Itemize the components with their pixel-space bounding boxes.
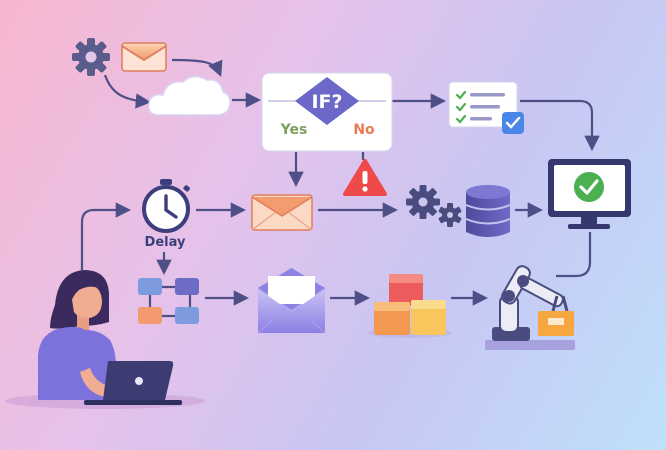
monitor-check-icon xyxy=(548,159,631,229)
gear-icon xyxy=(72,38,110,76)
arrow-mail-to-cloud xyxy=(171,58,223,77)
arrow-gear-to-cloud xyxy=(103,74,152,109)
person-with-laptop xyxy=(5,270,205,409)
cloud-icon xyxy=(147,75,231,116)
connector-arrows xyxy=(80,58,600,306)
decision-diamond xyxy=(295,77,359,125)
envelope-icon xyxy=(251,194,313,231)
database-icon xyxy=(465,185,511,237)
flowchart-icon xyxy=(138,278,199,324)
envelope-icon xyxy=(121,42,167,72)
arrow-checklist-to-monitor xyxy=(520,99,600,152)
gears-icon xyxy=(406,185,462,227)
envelope-icon xyxy=(257,268,326,334)
decision-condition-label: IF? xyxy=(311,91,342,113)
decision-node: IF? Yes No xyxy=(261,72,393,152)
robot-arm-icon xyxy=(485,265,575,350)
decision-no-label: No xyxy=(353,122,375,138)
timer-delay-label: Delay xyxy=(145,235,186,250)
warning-icon xyxy=(343,159,387,196)
decision-yes-label: Yes xyxy=(280,122,308,138)
arrow-person-to-timer xyxy=(80,202,132,270)
stopwatch-icon xyxy=(142,179,190,233)
arrow-monitor-to-robot xyxy=(556,232,592,278)
checklist-icon xyxy=(448,81,524,134)
boxes-icon xyxy=(368,274,452,338)
